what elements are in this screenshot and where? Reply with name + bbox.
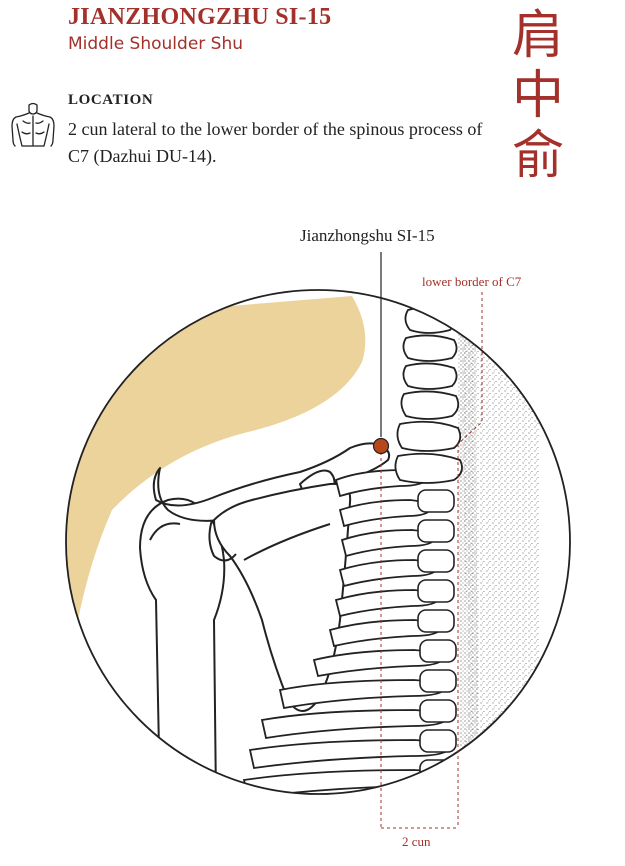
anatomy-drawing (66, 296, 540, 794)
location-heading: LOCATION (68, 92, 154, 108)
acupoint-marker (372, 437, 390, 455)
chinese-char-2: 中 (511, 66, 564, 126)
back-torso-icon (11, 102, 55, 147)
c7-label: lower border of C7 (422, 274, 522, 289)
point-title: JIANZHONGZHU SI-15 (68, 4, 332, 30)
point-label: Jianzhongshu SI-15 (300, 226, 435, 245)
point-subtitle: Middle Shoulder Shu (68, 34, 244, 54)
location-text: 2 cun lateral to the lower border of the… (68, 119, 483, 166)
chinese-char-1: 肩 (511, 6, 564, 66)
chinese-char-3: 俞 (511, 126, 564, 186)
distance-label: 2 cun (402, 834, 431, 849)
chinese-name: 肩 中 俞 (508, 6, 568, 186)
